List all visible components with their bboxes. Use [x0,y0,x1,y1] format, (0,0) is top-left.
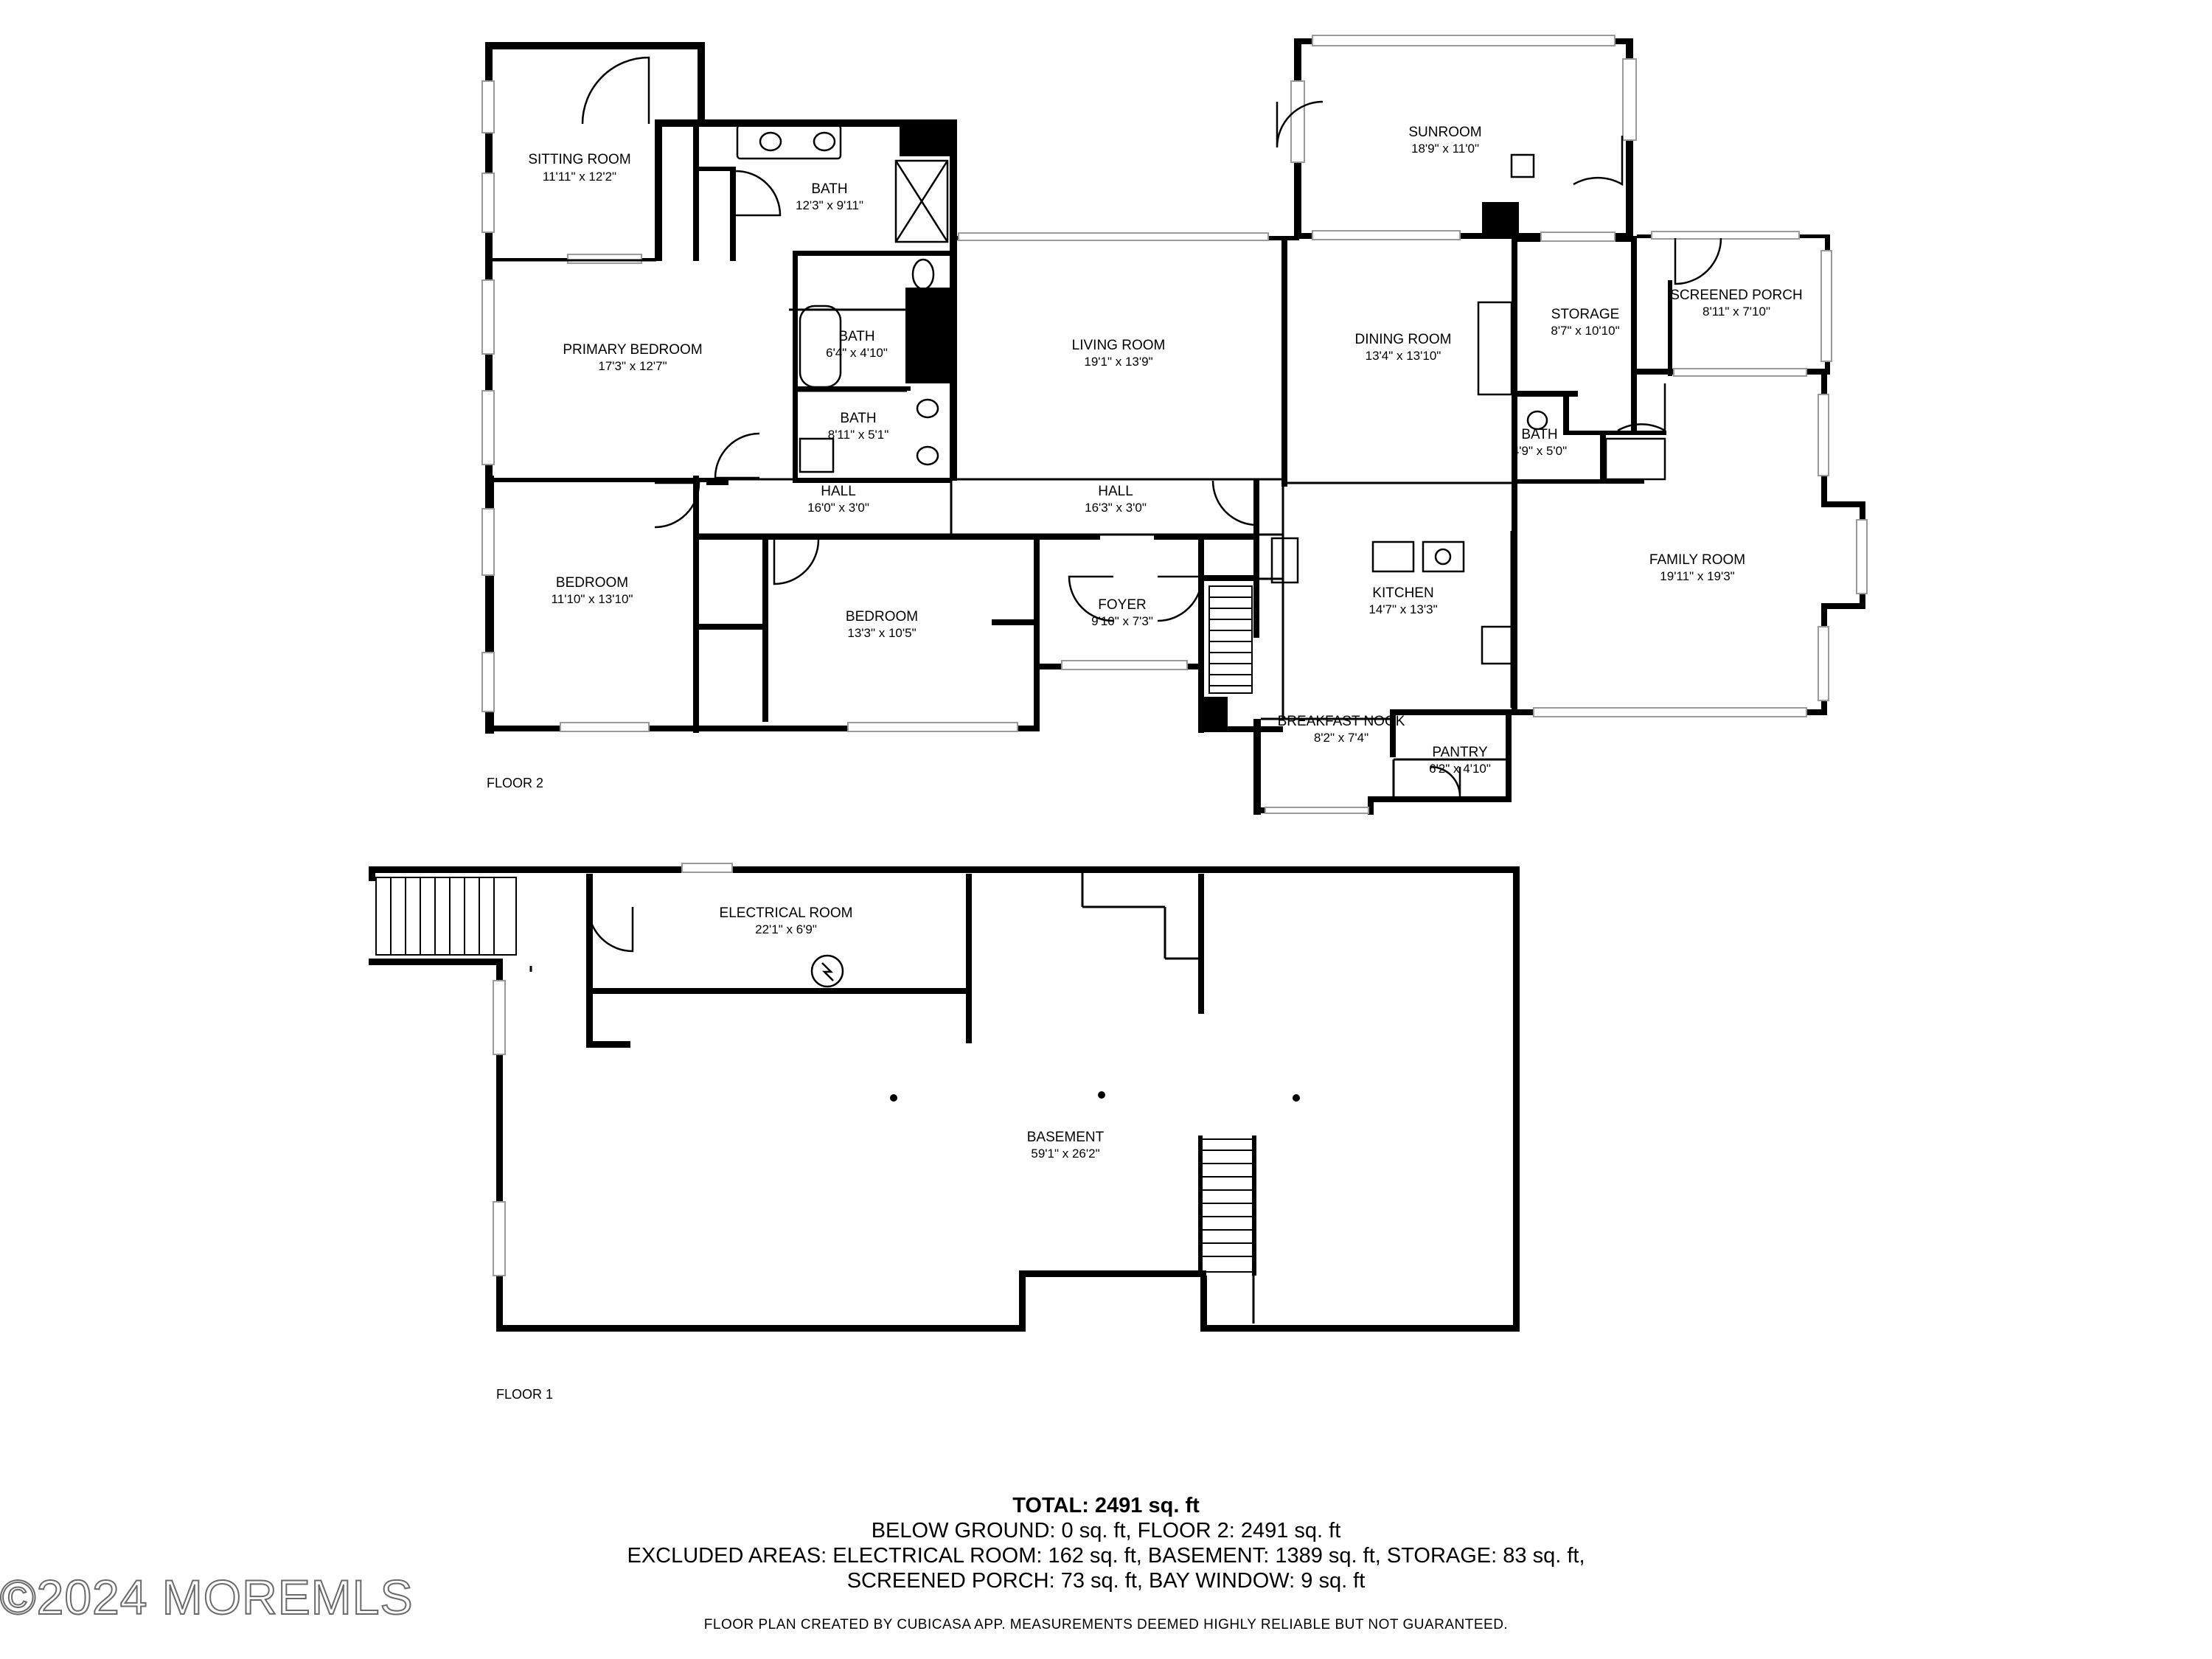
room-name: ELECTRICAL ROOM [720,905,853,921]
watermark: ©2024 MOREMLS [0,1569,414,1625]
room-name: DINING ROOM [1355,332,1452,347]
room-name: SUNROOM [1408,125,1481,140]
summary-line: EXCLUDED AREAS: ELECTRICAL ROOM: 162 sq.… [627,1544,1585,1568]
floor-2-label: FLOOR 2 [487,776,543,790]
room-name: SITTING ROOM [528,152,630,167]
room-dimensions: 14'7" x 13'3" [1368,602,1437,616]
floor-1-stairs [375,877,1256,1276]
total-area: TOTAL: 2491 sq. ft [1012,1494,1200,1517]
room-name: FOYER [1098,597,1146,613]
floor-2-windows [481,35,1868,814]
room-dimensions: 17'3" x 12'7" [598,359,667,373]
room-dimensions: 19'11" x 19'3" [1660,569,1734,583]
floor-1-windows [493,863,1300,1324]
room-name: SCREENED PORCH [1670,288,1802,303]
room-dimensions: 11'11" x 12'2" [543,170,616,184]
room-dimensions: 8'11" x 5'1" [828,428,889,442]
room-name: STORAGE [1551,307,1620,322]
floor-1-walls [369,866,1520,1332]
room-name: HALL [821,484,856,499]
room-dimensions: 6'2" x 4'10" [1429,762,1491,776]
room-dimensions: 13'4" x 13'10" [1366,349,1441,363]
room-name: BATH [840,411,876,426]
floor-2-stairs [1208,585,1253,694]
room-dimensions: 16'0" x 3'0" [807,501,869,515]
room-name: BATH [811,181,847,197]
room-name: PANTRY [1432,745,1488,760]
room-dimensions: 9'10" x 7'3" [1091,614,1153,628]
summary-line: BELOW GROUND: 0 sq. ft, FLOOR 2: 2491 sq… [871,1519,1341,1543]
room-dimensions: 4'9" x 5'0" [1512,444,1567,458]
room-name: BATH [838,329,874,344]
room-dimensions: 16'3" x 3'0" [1085,501,1147,515]
room-dimensions: 18'9" x 11'0" [1411,142,1479,156]
room-name: LIVING ROOM [1072,338,1166,353]
room-dimensions: 11'10" x 13'10" [552,592,633,606]
room-name: BREAKFAST NOOK [1278,714,1405,729]
disclaimer: FLOOR PLAN CREATED BY CUBICASA APP. MEAS… [703,1617,1509,1632]
room-name: HALL [1098,484,1133,499]
room-name: BEDROOM [556,575,628,591]
floor-1-label: FLOOR 1 [496,1387,553,1402]
room-name: BASEMENT [1027,1130,1105,1145]
room-name: FAMILY ROOM [1649,552,1745,568]
area-summary: TOTAL: 2491 sq. ft BELOW GROUND: 0 sq. f… [0,1493,2212,1593]
room-name: KITCHEN [1372,585,1433,601]
room-dimensions: 12'3" x 9'11" [796,198,863,212]
room-dimensions: 8'11" x 7'10" [1703,305,1770,319]
floor-2-fixtures [581,56,1722,797]
room-dimensions: 8'7" x 10'10" [1551,324,1619,338]
floor-2-partitions [493,259,1513,800]
room-dimensions: 8'2" x 7'4" [1314,731,1368,745]
room-dimensions: 13'3" x 10'5" [847,626,916,640]
room-name: PRIMARY BEDROOM [563,342,702,358]
room-dimensions: 22'1" x 6'9" [755,922,817,936]
summary-line: SCREENED PORCH: 73 sq. ft, BAY WINDOW: 9… [846,1569,1366,1593]
room-dimensions: 59'1" x 26'2" [1031,1147,1099,1161]
room-labels: SITTING ROOM 11'11" x 12'2" BATH 12'3" x… [528,125,1802,1161]
room-dimensions: 6'4" x 4'10" [826,346,888,360]
room-dimensions: 19'1" x 13'9" [1084,355,1152,369]
room-name: BEDROOM [846,609,918,625]
room-name: BATH [1521,427,1557,442]
